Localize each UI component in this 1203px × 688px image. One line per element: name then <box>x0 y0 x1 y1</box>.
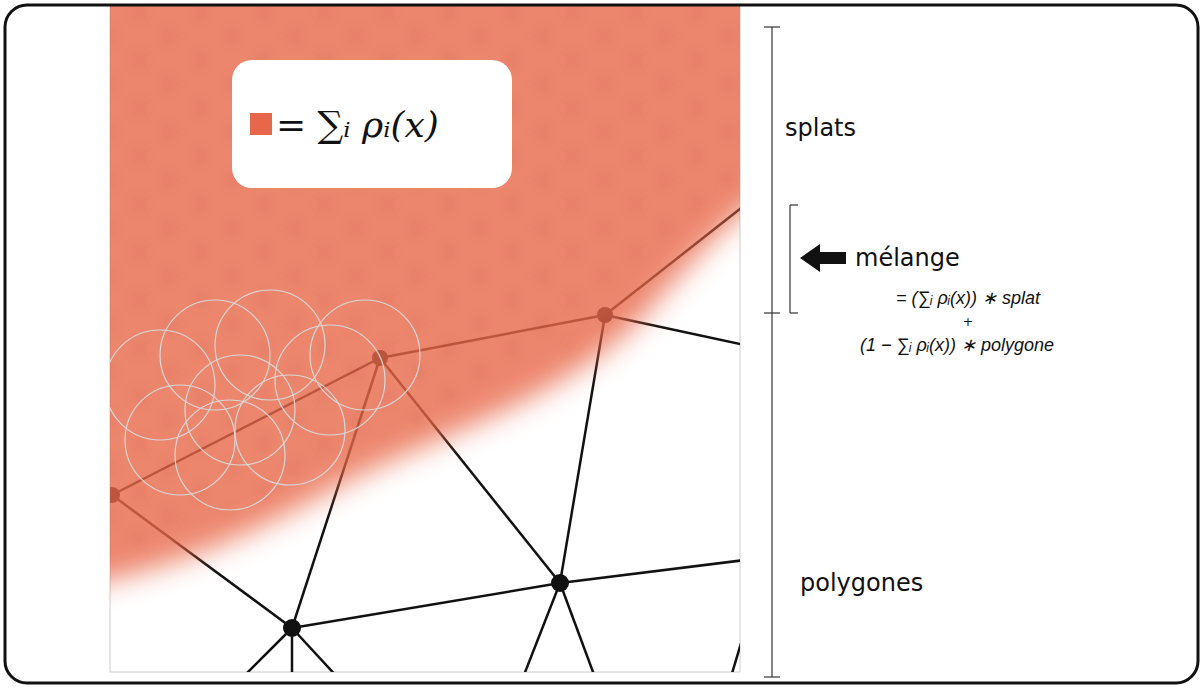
splat-circles <box>110 290 420 510</box>
region-label: polygones <box>800 569 923 597</box>
formula-box: = ∑ᵢ ρᵢ(x) <box>232 60 512 188</box>
arrow-symbol <box>800 244 846 272</box>
legend-entry: = ∑ᵢ ρᵢ(x) <box>250 104 439 145</box>
frame <box>5 5 1198 683</box>
splat-cloud <box>110 5 740 590</box>
region-label: mélange <box>855 244 960 272</box>
formula-text: (1 − ∑ᵢ ρᵢ(x)) ∗ polygone <box>860 334 1054 356</box>
formula-text: + <box>963 314 974 329</box>
formula-text: = (∑ᵢ ρᵢ(x)) ∗ splat <box>896 287 1040 309</box>
color-swatch <box>250 113 272 135</box>
mesh <box>110 5 740 672</box>
region-label: splats <box>785 114 856 142</box>
legend-text: = ∑ᵢ ρᵢ(x) <box>276 104 439 145</box>
